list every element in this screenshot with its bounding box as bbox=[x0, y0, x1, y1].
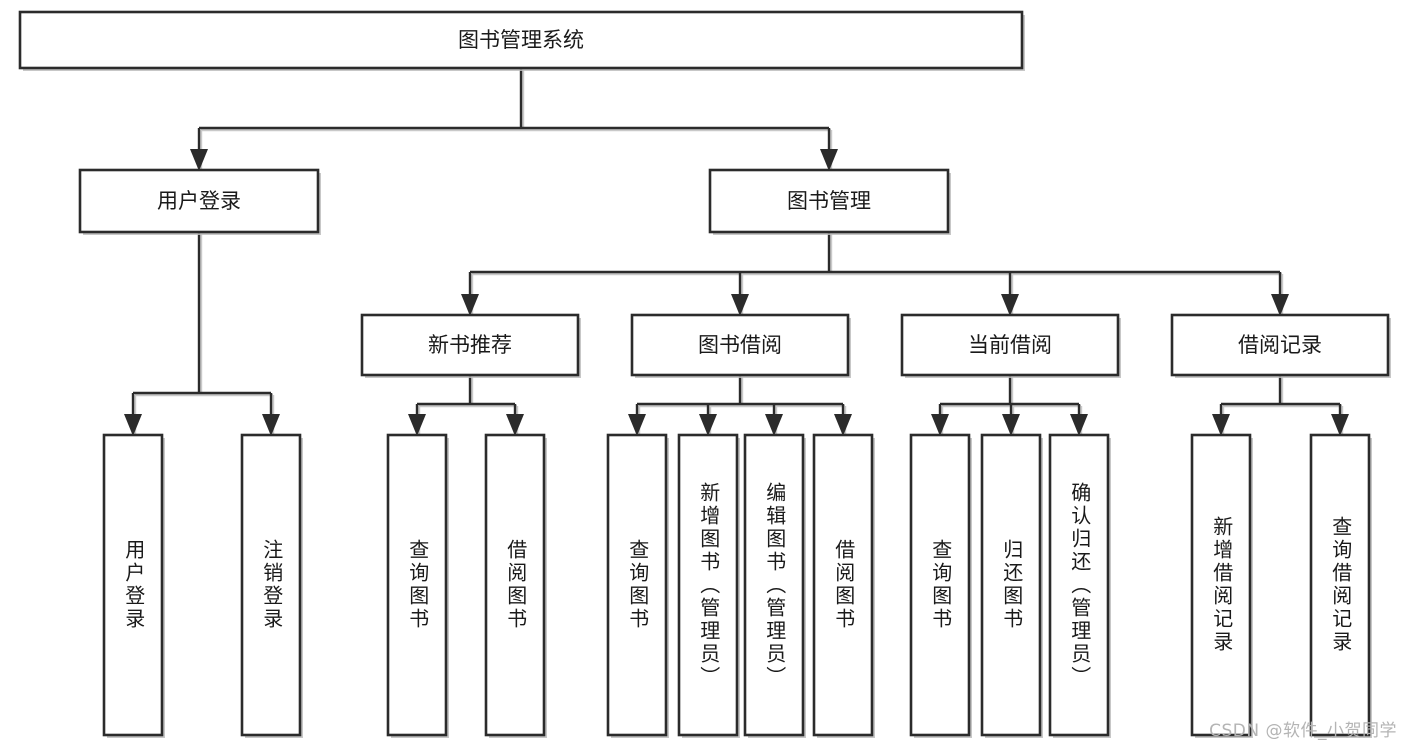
arrow-head-cb-confirm-return bbox=[1070, 414, 1088, 436]
arrow-head-user-login-leaf bbox=[124, 414, 142, 436]
leaf-br-query-record[interactable] bbox=[1309, 433, 1371, 737]
node-borrow-record[interactable] bbox=[1170, 313, 1390, 377]
leaf-bb-query-book-label: 查询图书 bbox=[625, 539, 650, 631]
leaf-user-logout-leaf-label: 注销登录 bbox=[259, 539, 284, 631]
leaf-cb-query-book-label: 查询图书 bbox=[928, 539, 953, 631]
leaf-bb-add-book-label-wrap: 新增图书（管理员） bbox=[679, 435, 737, 735]
arrow-head-bb-add-book bbox=[699, 414, 717, 436]
leaf-nbr-query-book[interactable] bbox=[386, 433, 448, 737]
node-book-management-label: 图书管理 bbox=[787, 189, 871, 213]
leaf-nbr-query-book-label-wrap: 查询图书 bbox=[388, 435, 446, 735]
leaf-cb-confirm-return-label-wrap: 确认归还（管理员） bbox=[1050, 435, 1108, 735]
node-boxes-layer bbox=[18, 10, 1391, 738]
leaf-cb-return-book-label: 归还图书 bbox=[999, 539, 1024, 631]
arrow-head-br-add-record bbox=[1212, 414, 1230, 436]
arrow-head-user-logout-leaf bbox=[262, 414, 280, 436]
leaf-br-add-record[interactable] bbox=[1190, 433, 1252, 737]
leaf-bb-borrow-book-label: 借阅图书 bbox=[831, 539, 856, 631]
node-book-borrow[interactable] bbox=[630, 313, 850, 377]
arrow-head-book-management bbox=[820, 149, 838, 171]
leaf-cb-confirm-return-label: 确认归还（管理员） bbox=[1067, 481, 1092, 689]
leaf-cb-query-book-label-wrap: 查询图书 bbox=[911, 435, 969, 735]
leaf-cb-return-book[interactable] bbox=[980, 433, 1042, 737]
arrow-head-cb-query-book bbox=[931, 414, 949, 436]
arrow-head-nbr-borrow-book bbox=[506, 414, 524, 436]
leaf-br-query-record-label: 查询借阅记录 bbox=[1328, 516, 1353, 654]
node-user-login-label: 用户登录 bbox=[157, 189, 241, 213]
arrow-head-new-book-recommend bbox=[461, 294, 479, 316]
connector-edges-layer bbox=[124, 68, 1349, 436]
leaf-nbr-borrow-book[interactable] bbox=[484, 433, 546, 737]
leaf-bb-edit-book-label-wrap: 编辑图书（管理员） bbox=[745, 435, 803, 735]
arrow-head-borrow-record bbox=[1271, 294, 1289, 316]
leaf-bb-query-book-label-wrap: 查询图书 bbox=[608, 435, 666, 735]
arrow-head-book-borrow bbox=[731, 294, 749, 316]
leaf-user-logout-leaf[interactable] bbox=[240, 433, 302, 737]
leaf-br-query-record-label-wrap: 查询借阅记录 bbox=[1311, 435, 1369, 735]
node-current-borrow[interactable] bbox=[900, 313, 1120, 377]
leaf-nbr-query-book-label: 查询图书 bbox=[405, 539, 430, 631]
leaf-bb-add-book-label: 新增图书（管理员） bbox=[696, 481, 721, 689]
leaf-user-logout-leaf-label-wrap: 注销登录 bbox=[242, 435, 300, 735]
node-borrow-record-label: 借阅记录 bbox=[1238, 333, 1322, 357]
arrow-head-cb-return-book bbox=[1002, 414, 1020, 436]
node-root-label: 图书管理系统 bbox=[458, 28, 584, 52]
node-book-borrow-label: 图书借阅 bbox=[698, 333, 782, 357]
arrow-head-nbr-query-book bbox=[408, 414, 426, 436]
leaf-nbr-borrow-book-label-wrap: 借阅图书 bbox=[486, 435, 544, 735]
node-current-borrow-label: 当前借阅 bbox=[968, 333, 1052, 357]
leaf-bb-borrow-book-label-wrap: 借阅图书 bbox=[814, 435, 872, 735]
leaf-br-add-record-label: 新增借阅记录 bbox=[1209, 516, 1234, 654]
arrow-head-bb-edit-book bbox=[765, 414, 783, 436]
node-new-book-recommend-label: 新书推荐 bbox=[428, 333, 512, 357]
arrow-head-user-login bbox=[190, 149, 208, 171]
leaf-bb-edit-book[interactable] bbox=[743, 433, 805, 737]
leaf-bb-query-book[interactable] bbox=[606, 433, 668, 737]
node-user-login[interactable] bbox=[78, 168, 320, 234]
leaf-bb-edit-book-label: 编辑图书（管理员） bbox=[762, 481, 787, 689]
leaf-cb-return-book-label-wrap: 归还图书 bbox=[982, 435, 1040, 735]
csdn-watermark: CSDN @软件_小贺同学 bbox=[1209, 721, 1397, 741]
leaf-cb-confirm-return[interactable] bbox=[1048, 433, 1110, 737]
leaf-bb-add-book[interactable] bbox=[677, 433, 739, 737]
leaf-user-login-leaf-label-wrap: 用户登录 bbox=[104, 435, 162, 735]
arrow-head-current-borrow bbox=[1001, 294, 1019, 316]
leaf-bb-borrow-book[interactable] bbox=[812, 433, 874, 737]
leaf-user-login-leaf-label: 用户登录 bbox=[121, 539, 146, 631]
node-root[interactable] bbox=[18, 10, 1024, 70]
leaf-user-login-leaf[interactable] bbox=[102, 433, 164, 737]
leaf-nbr-borrow-book-label: 借阅图书 bbox=[503, 539, 528, 631]
node-new-book-recommend[interactable] bbox=[360, 313, 580, 377]
node-book-management[interactable] bbox=[708, 168, 950, 234]
arrow-head-bb-query-book bbox=[628, 414, 646, 436]
leaf-cb-query-book[interactable] bbox=[909, 433, 971, 737]
leaf-br-add-record-label-wrap: 新增借阅记录 bbox=[1192, 435, 1250, 735]
arrow-head-bb-borrow-book bbox=[834, 414, 852, 436]
arrow-head-br-query-record bbox=[1331, 414, 1349, 436]
